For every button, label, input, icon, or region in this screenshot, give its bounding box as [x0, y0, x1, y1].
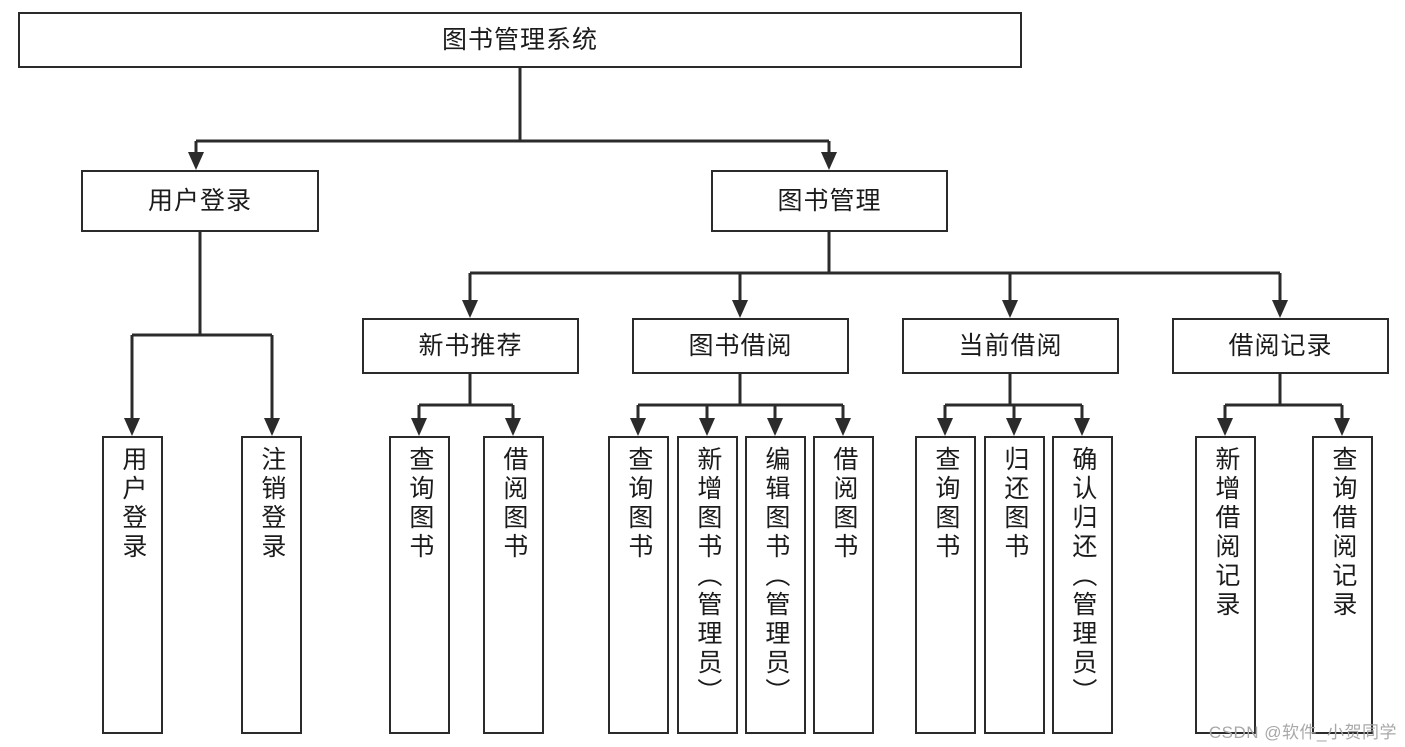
arrowhead-borrow-l1	[630, 418, 646, 436]
arrowhead-record-l2	[1334, 418, 1350, 436]
arrowhead-book-to-record	[1272, 300, 1288, 318]
arrowhead-book-to-new	[462, 300, 478, 318]
leaf-logout-label: 注销登录	[257, 446, 286, 562]
leaf-return-book[interactable]: 归还图书	[984, 436, 1045, 734]
leaf-add-book-admin[interactable]: 新增图书（管理员）	[677, 436, 738, 734]
node-user-login[interactable]: 用户登录	[81, 170, 319, 232]
arrowhead-book-to-current	[1002, 300, 1018, 318]
leaf-query-book-current-label: 查询图书	[931, 446, 960, 562]
leaf-return-book-label: 归还图书	[1000, 446, 1029, 562]
leaf-confirm-return-admin-label: 确认归还（管理员）	[1068, 446, 1097, 707]
leaf-query-book-current[interactable]: 查询图书	[915, 436, 976, 734]
leaf-logout[interactable]: 注销登录	[241, 436, 302, 734]
leaf-query-book-borrow-label: 查询图书	[624, 446, 653, 562]
node-new-book-recommend[interactable]: 新书推荐	[362, 318, 579, 374]
node-current-borrow-label: 当前借阅	[958, 331, 1063, 360]
arrowhead-new-l2	[505, 418, 521, 436]
leaf-edit-book-admin[interactable]: 编辑图书（管理员）	[745, 436, 806, 734]
arrowhead-root-to-user	[188, 152, 204, 170]
leaf-edit-book-admin-label: 编辑图书（管理员）	[761, 446, 790, 707]
leaf-add-book-admin-label: 新增图书（管理员）	[693, 446, 722, 707]
node-book-borrow-label: 图书借阅	[688, 331, 793, 360]
leaf-user-login-label: 用户登录	[118, 446, 147, 562]
leaf-query-book-new[interactable]: 查询图书	[389, 436, 450, 734]
arrowhead-current-l3	[1074, 418, 1090, 436]
leaf-confirm-return-admin[interactable]: 确认归还（管理员）	[1052, 436, 1113, 734]
node-book-management-label: 图书管理	[777, 186, 882, 215]
node-current-borrow[interactable]: 当前借阅	[902, 318, 1119, 374]
arrowhead-borrow-l2	[699, 418, 715, 436]
arrowhead-borrow-l4	[835, 418, 851, 436]
leaf-borrow-book-label: 借阅图书	[829, 446, 858, 562]
arrowhead-user-leaf2	[264, 418, 280, 436]
node-book-borrow[interactable]: 图书借阅	[632, 318, 849, 374]
leaf-add-borrow-record[interactable]: 新增借阅记录	[1195, 436, 1256, 734]
arrowhead-current-l1	[937, 418, 953, 436]
watermark: CSDN @软件_小贺同学	[1208, 723, 1397, 742]
leaf-query-book-new-label: 查询图书	[405, 446, 434, 562]
node-book-management[interactable]: 图书管理	[711, 170, 948, 232]
node-user-login-label: 用户登录	[147, 186, 252, 215]
node-root-label: 图书管理系统	[441, 25, 598, 54]
node-root[interactable]: 图书管理系统	[18, 12, 1022, 68]
leaf-query-book-borrow[interactable]: 查询图书	[608, 436, 669, 734]
leaf-add-borrow-record-label: 新增借阅记录	[1211, 446, 1240, 620]
arrowhead-root-to-book	[821, 152, 837, 170]
leaf-borrow-book-new[interactable]: 借阅图书	[483, 436, 544, 734]
leaf-borrow-book[interactable]: 借阅图书	[813, 436, 874, 734]
leaf-query-borrow-record[interactable]: 查询借阅记录	[1312, 436, 1373, 734]
arrowhead-book-to-borrow	[732, 300, 748, 318]
arrowhead-user-leaf1	[124, 418, 140, 436]
node-borrow-record-label: 借阅记录	[1228, 331, 1333, 360]
leaf-user-login[interactable]: 用户登录	[102, 436, 163, 734]
arrowhead-current-l2	[1006, 418, 1022, 436]
arrowhead-record-l1	[1217, 418, 1233, 436]
leaf-query-borrow-record-label: 查询借阅记录	[1328, 446, 1357, 620]
arrowhead-borrow-l3	[767, 418, 783, 436]
leaf-borrow-book-new-label: 借阅图书	[499, 446, 528, 562]
node-new-book-recommend-label: 新书推荐	[418, 331, 523, 360]
arrowhead-new-l1	[411, 418, 427, 436]
node-borrow-record[interactable]: 借阅记录	[1172, 318, 1389, 374]
